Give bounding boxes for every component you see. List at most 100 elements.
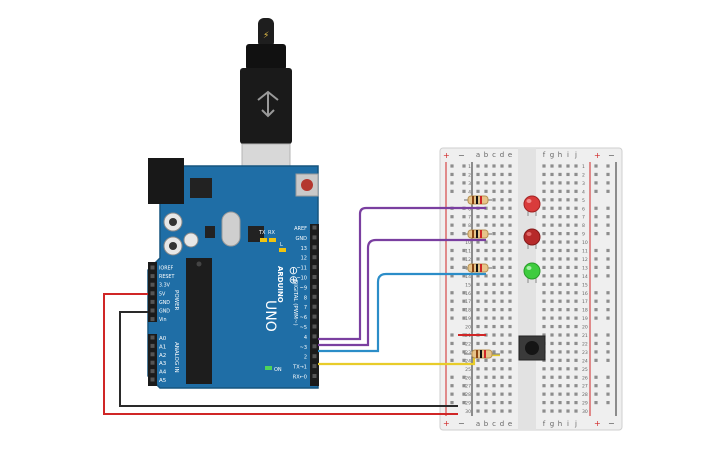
rail-hole[interactable] [462, 189, 466, 193]
rail-hole[interactable] [462, 401, 466, 405]
breadboard-hole[interactable] [500, 248, 504, 253]
breadboard-hole[interactable] [558, 308, 562, 312]
breadboard-hole[interactable] [492, 350, 496, 354]
breadboard-hole[interactable] [542, 291, 546, 295]
breadboard-hole[interactable] [500, 164, 504, 168]
rail-hole[interactable] [606, 181, 610, 185]
breadboard-hole[interactable] [476, 240, 480, 244]
breadboard-hole[interactable] [566, 232, 570, 236]
rail-hole[interactable] [594, 299, 598, 303]
breadboard-hole[interactable] [476, 299, 480, 303]
breadboard-hole[interactable] [574, 384, 578, 388]
breadboard-hole[interactable] [566, 350, 570, 354]
breadboard-hole[interactable] [508, 232, 512, 236]
breadboard-hole[interactable] [492, 189, 496, 193]
breadboard-hole[interactable] [550, 215, 554, 219]
breadboard-hole[interactable] [484, 215, 488, 219]
rail-hole[interactable] [462, 392, 466, 396]
breadboard-hole[interactable] [500, 392, 504, 396]
breadboard-hole[interactable] [500, 265, 504, 269]
led-red-2[interactable] [523, 228, 541, 249]
breadboard-hole[interactable] [484, 223, 488, 227]
breadboard-hole[interactable] [566, 401, 570, 405]
breadboard-hole[interactable] [558, 206, 562, 210]
rail-hole[interactable] [606, 164, 610, 168]
rail-hole[interactable] [594, 232, 598, 236]
breadboard-hole[interactable] [574, 350, 578, 354]
breadboard-hole[interactable] [550, 181, 554, 185]
breadboard-hole[interactable] [558, 401, 562, 405]
breadboard-hole[interactable] [550, 401, 554, 405]
breadboard-hole[interactable] [574, 282, 578, 286]
breadboard-hole[interactable] [484, 358, 488, 362]
rail-hole[interactable] [606, 291, 610, 295]
breadboard-hole[interactable] [500, 282, 504, 286]
breadboard-hole[interactable] [484, 384, 488, 388]
breadboard-hole[interactable] [500, 240, 504, 244]
breadboard-hole[interactable] [542, 189, 546, 193]
rail-hole[interactable] [450, 274, 454, 278]
pushbutton[interactable] [518, 335, 546, 361]
breadboard-hole[interactable] [566, 384, 570, 388]
breadboard-hole[interactable] [500, 308, 504, 312]
breadboard-hole[interactable] [508, 181, 512, 185]
breadboard-hole[interactable] [574, 299, 578, 303]
breadboard-hole[interactable] [550, 223, 554, 227]
breadboard-hole[interactable] [492, 324, 496, 329]
breadboard-hole[interactable] [508, 240, 512, 244]
breadboard-hole[interactable] [574, 257, 578, 261]
breadboard-hole[interactable] [558, 316, 562, 320]
breadboard-hole[interactable] [492, 172, 496, 177]
breadboard-hole[interactable] [566, 358, 570, 362]
breadboard-hole[interactable] [566, 409, 570, 413]
breadboard-hole[interactable] [508, 316, 512, 320]
breadboard-hole[interactable] [542, 316, 546, 320]
breadboard-hole[interactable] [550, 350, 554, 354]
breadboard-hole[interactable] [542, 384, 546, 388]
breadboard-hole[interactable] [508, 341, 512, 346]
rail-hole[interactable] [462, 248, 466, 253]
breadboard-hole[interactable] [484, 375, 488, 379]
breadboard-hole[interactable] [558, 282, 562, 286]
breadboard-hole[interactable] [484, 248, 488, 253]
breadboard-hole[interactable] [484, 164, 488, 168]
breadboard-hole[interactable] [500, 198, 504, 202]
breadboard-hole[interactable] [492, 265, 496, 269]
breadboard-hole[interactable] [566, 215, 570, 219]
breadboard-hole[interactable] [476, 375, 480, 379]
breadboard-hole[interactable] [500, 232, 504, 236]
rail-hole[interactable] [450, 308, 454, 312]
breadboard-hole[interactable] [550, 172, 554, 177]
breadboard-hole[interactable] [566, 198, 570, 202]
breadboard-hole[interactable] [500, 401, 504, 405]
breadboard-hole[interactable] [550, 291, 554, 295]
breadboard-hole[interactable] [484, 409, 488, 413]
breadboard-hole[interactable] [550, 189, 554, 193]
rail-hole[interactable] [594, 401, 598, 405]
breadboard-hole[interactable] [574, 316, 578, 320]
rail-hole[interactable] [594, 316, 598, 320]
breadboard-hole[interactable] [542, 257, 546, 261]
breadboard-hole[interactable] [558, 189, 562, 193]
breadboard-hole[interactable] [542, 172, 546, 177]
breadboard-hole[interactable] [542, 324, 546, 329]
breadboard-hole[interactable] [542, 299, 546, 303]
rail-hole[interactable] [450, 299, 454, 303]
breadboard-hole[interactable] [500, 206, 504, 210]
breadboard-hole[interactable] [542, 375, 546, 379]
breadboard-hole[interactable] [550, 324, 554, 329]
breadboard-hole[interactable] [500, 358, 504, 362]
rail-hole[interactable] [606, 350, 610, 354]
breadboard-hole[interactable] [558, 172, 562, 177]
rail-hole[interactable] [594, 375, 598, 379]
rail-hole[interactable] [594, 341, 598, 346]
resistor-2[interactable] [464, 229, 492, 239]
breadboard-hole[interactable] [566, 172, 570, 177]
breadboard-hole[interactable] [508, 257, 512, 261]
breadboard-hole[interactable] [492, 223, 496, 227]
breadboard-hole[interactable] [508, 409, 512, 413]
breadboard-hole[interactable] [574, 181, 578, 185]
rail-hole[interactable] [450, 223, 454, 227]
breadboard-hole[interactable] [558, 291, 562, 295]
rail-hole[interactable] [594, 350, 598, 354]
